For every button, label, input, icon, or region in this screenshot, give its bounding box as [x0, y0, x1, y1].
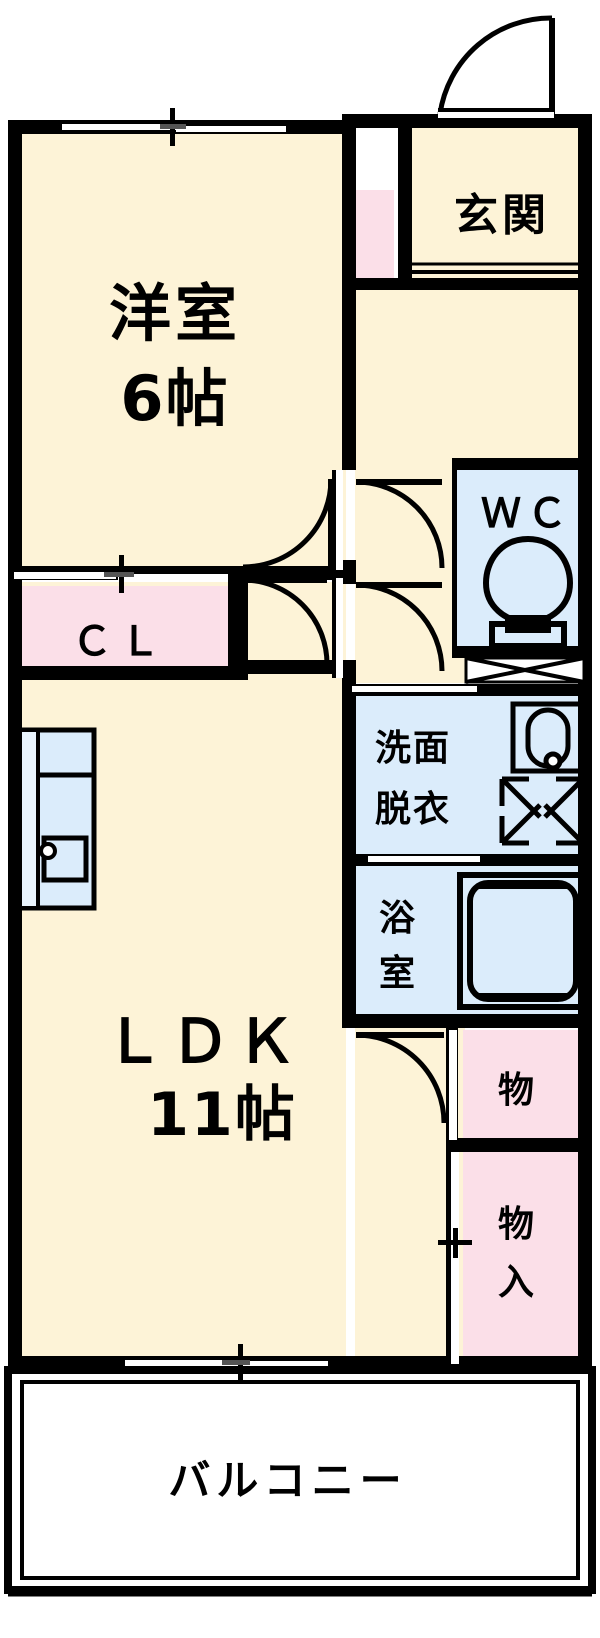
label-washitsu-size: 6帖 — [120, 362, 229, 435]
wall-lower-divider — [246, 566, 356, 580]
room-fill-senmen — [355, 694, 591, 854]
closet-sliding-door — [14, 555, 228, 593]
label-balcony: バルコニー — [168, 1456, 407, 1505]
room-fill-mono — [463, 1030, 592, 1138]
ldk-hall-door — [355, 1030, 457, 1140]
room-fill-cl — [14, 586, 229, 670]
wall-wc-top — [452, 458, 592, 470]
kitchen-sink-counter — [17, 727, 97, 911]
washing-machine-space — [499, 776, 586, 846]
room-fill-ldk — [16, 582, 346, 1366]
hall-door — [355, 479, 445, 569]
shoebox-line — [412, 262, 592, 274]
hall-door-lower — [355, 582, 445, 672]
room-fill-shoebox — [354, 190, 394, 278]
label-yokushitsu-2: 室 — [379, 953, 417, 994]
entrance-door — [437, 15, 555, 118]
room-labels: 洋室 6帖 ＬＤＫ 11帖 玄関 ＷＣ 洗面 脱衣 浴 室 ＣＬ 物 物 入 バ… — [72, 190, 573, 1505]
wall-bath-bottom — [342, 1014, 592, 1028]
label-cl: ＣＬ — [72, 619, 168, 665]
label-monoiri-2: 入 — [498, 1262, 534, 1303]
wall-genkan-bottom — [354, 278, 592, 290]
bedroom-window — [62, 108, 286, 146]
windows — [62, 108, 328, 1382]
washroom-door — [352, 686, 477, 696]
wall-mono-divider — [446, 1138, 592, 1152]
monoiri-sliding-door — [438, 1152, 472, 1364]
room-fill-washitsu — [16, 133, 346, 573]
label-monoiri-1: 物 — [498, 1204, 534, 1245]
label-ldk: ＬＤＫ — [104, 1007, 302, 1077]
label-wc: ＷＣ — [481, 491, 573, 537]
balcony — [4, 1366, 596, 1597]
ldk-balcony-window — [125, 1344, 328, 1382]
room-fill-genkan — [408, 128, 592, 288]
wall-cl-bottom — [8, 666, 248, 680]
wall-entry-notch-riser — [398, 114, 412, 290]
bedroom-door-lower — [242, 577, 343, 678]
bathtub-fixture — [457, 872, 589, 1010]
label-genkan: 玄関 — [454, 190, 550, 241]
label-senmen-line2: 脱衣 — [375, 789, 451, 830]
wall-entry-notch-bottom — [342, 114, 412, 128]
vent-box — [464, 656, 586, 684]
wall-cl-right — [228, 578, 246, 678]
room-fill-monoiri — [463, 1152, 592, 1366]
room-fills — [14, 128, 592, 1367]
toilet-fixture — [482, 535, 574, 649]
doors — [14, 15, 592, 1364]
wc-door — [452, 470, 464, 646]
bath-door — [368, 856, 480, 865]
wash-basin-fixture — [510, 701, 588, 774]
label-washitsu: 洋室 — [109, 277, 241, 350]
label-mono: 物 — [498, 1070, 534, 1111]
label-ldk-size: 11帖 — [147, 1080, 297, 1150]
label-senmen-line1: 洗面 — [375, 728, 451, 769]
wall-hall-left-upper — [342, 120, 356, 470]
wall-left — [8, 120, 22, 1370]
label-yokushitsu: 浴 — [379, 898, 417, 939]
bedroom-door — [242, 470, 343, 570]
